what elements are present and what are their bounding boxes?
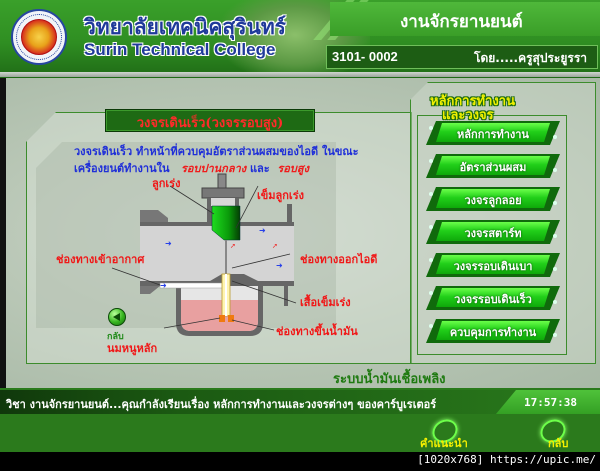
menu-title-line1: หลักการทำงาน bbox=[430, 94, 515, 109]
back-arrow-icon[interactable] bbox=[108, 308, 126, 326]
topic-banner bbox=[105, 109, 315, 132]
rivet-icon bbox=[429, 324, 433, 328]
label-mixture-outlet: ช่องทางออกไอดี bbox=[300, 253, 378, 266]
course-info-bar bbox=[326, 45, 598, 69]
highlight-mid-rpm: รอบปานกลาง bbox=[181, 162, 247, 175]
rivet-icon bbox=[553, 300, 557, 304]
department-title: งานจักรยานยนต์ bbox=[400, 12, 523, 32]
svg-text:➜: ➜ bbox=[276, 261, 283, 270]
footer-back-button[interactable]: กลับ bbox=[548, 437, 569, 450]
label-air-inlet: ช่องทางเข้าอากาศ bbox=[56, 253, 145, 266]
menu-item-label: วงจรสตาร์ท bbox=[464, 227, 522, 240]
menu-item-idle-circuit[interactable]: วงจรรอบเดินเบา bbox=[426, 253, 560, 277]
section-title: ระบบน้ำมันเชื้อเพลิง bbox=[333, 372, 446, 387]
svg-text:➚: ➚ bbox=[230, 242, 236, 250]
course-code: 3101- 0002 bbox=[332, 49, 398, 64]
button-face bbox=[436, 222, 550, 241]
left-edge bbox=[0, 78, 6, 388]
highlight-high-rpm: รอบสูง bbox=[277, 162, 309, 175]
label-fuel-passage: ช่องทางขึ้นน้ำมัน bbox=[276, 325, 358, 338]
rivet-icon bbox=[553, 333, 557, 337]
menu-item-high-speed-circuit[interactable]: วงจรรอบเดินเร็ว bbox=[426, 286, 560, 310]
status-text: วิชา งานจักรยานยนต์...คุณกำลังเรียนเรื่อ… bbox=[6, 398, 437, 411]
description-line2: เครื่องยนต์ทำงานใน รอบปานกลาง และ รอบสูง bbox=[74, 159, 309, 177]
header-divider bbox=[0, 72, 600, 77]
rivet-icon bbox=[429, 126, 433, 130]
rivet-icon bbox=[429, 225, 433, 229]
button-face bbox=[436, 123, 550, 142]
rivet-icon bbox=[553, 234, 557, 238]
seal-emblem bbox=[21, 19, 57, 55]
rivet-icon bbox=[429, 159, 433, 163]
menu-item-label: อัตราส่วนผสม bbox=[459, 161, 527, 174]
menu-item-label: วงจรลูกลอย bbox=[464, 194, 522, 207]
rivet-icon bbox=[553, 135, 557, 139]
menu-item-label: หลักการทำงาน bbox=[457, 128, 529, 141]
rivet-icon bbox=[429, 291, 433, 295]
main-panel: วงจรเดินเร็ว(วงจรรอบสูง) วงจรเดินเร็ว ทำ… bbox=[0, 78, 600, 388]
college-name-en: Surin Technical College bbox=[84, 40, 276, 59]
rivet-icon bbox=[553, 168, 557, 172]
seal-ring bbox=[16, 14, 62, 60]
svg-text:➚: ➚ bbox=[272, 242, 278, 250]
svg-text:➜: ➜ bbox=[259, 226, 266, 235]
diagram-back-label[interactable]: กลับ bbox=[107, 332, 124, 342]
label-throttle-slide: ลูกเร่ง bbox=[152, 177, 181, 190]
watermark: [1020x768] https://upic.me/ bbox=[417, 453, 596, 466]
description-line1: วงจรเดินเร็ว ทำหน้าที่ควบคุมอัตราส่วนผสม… bbox=[74, 145, 359, 158]
help-button[interactable]: คำแนะนำ bbox=[420, 437, 468, 450]
menu-item-label: ควบคุมการทำงาน bbox=[449, 326, 537, 339]
menu-item-label: วงจรรอบเดินเร็ว bbox=[454, 293, 532, 306]
description-prefix: เครื่องยนต์ทำงานใน bbox=[74, 162, 170, 175]
menu-item-mixture-ratio[interactable]: อัตราส่วนผสม bbox=[426, 154, 560, 178]
clock-time: 17:57:38 bbox=[524, 396, 577, 409]
button-face bbox=[436, 288, 550, 307]
rivet-icon bbox=[429, 258, 433, 262]
menu-item-control-operation[interactable]: ควบคุมการทำงาน bbox=[426, 319, 560, 343]
svg-text:➜: ➜ bbox=[160, 281, 167, 290]
svg-text:➜: ➜ bbox=[165, 239, 172, 248]
college-seal-icon bbox=[11, 9, 67, 65]
rivet-icon bbox=[553, 201, 557, 205]
menu-item-float-circuit[interactable]: วงจรลูกลอย bbox=[426, 187, 560, 211]
label-needle-jet: เสื้อเข็มเร่ง bbox=[300, 296, 351, 309]
button-face bbox=[436, 255, 550, 274]
topic-title: วงจรเดินเร็ว(วงจรรอบสูง) bbox=[136, 116, 284, 131]
button-face bbox=[436, 189, 550, 208]
label-jet-needle: เข็มลูกเร่ง bbox=[257, 189, 304, 202]
menu-item-start-circuit[interactable]: วงจรสตาร์ท bbox=[426, 220, 560, 244]
teacher-name: โดย.....ครูสุประยูรรา bbox=[474, 51, 588, 65]
menu-item-label: วงจรรอบเดินเบา bbox=[453, 260, 533, 273]
menu-title-line2: และวงจร bbox=[442, 108, 494, 123]
menu-item-principle[interactable]: หลักการทำงาน bbox=[426, 121, 560, 145]
college-name-th: วิทยาลัยเทคนิคสุรินทร์ bbox=[84, 15, 286, 39]
clock-box bbox=[496, 390, 600, 414]
label-main-jet: นมหนูหลัก bbox=[107, 342, 158, 355]
rivet-icon bbox=[429, 192, 433, 196]
carburetor-diagram: ➜ ➜ ➜ ➜ ➚ ➚ bbox=[111, 173, 297, 336]
button-face bbox=[436, 156, 550, 175]
footer: คำแนะนำ กลับ bbox=[0, 414, 600, 452]
rivet-icon bbox=[553, 267, 557, 271]
description-and: และ bbox=[249, 162, 270, 175]
header: วิทยาลัยเทคนิคสุรินทร์ Surin Technical C… bbox=[0, 0, 600, 78]
button-face bbox=[436, 321, 550, 340]
department-bar bbox=[330, 2, 600, 36]
